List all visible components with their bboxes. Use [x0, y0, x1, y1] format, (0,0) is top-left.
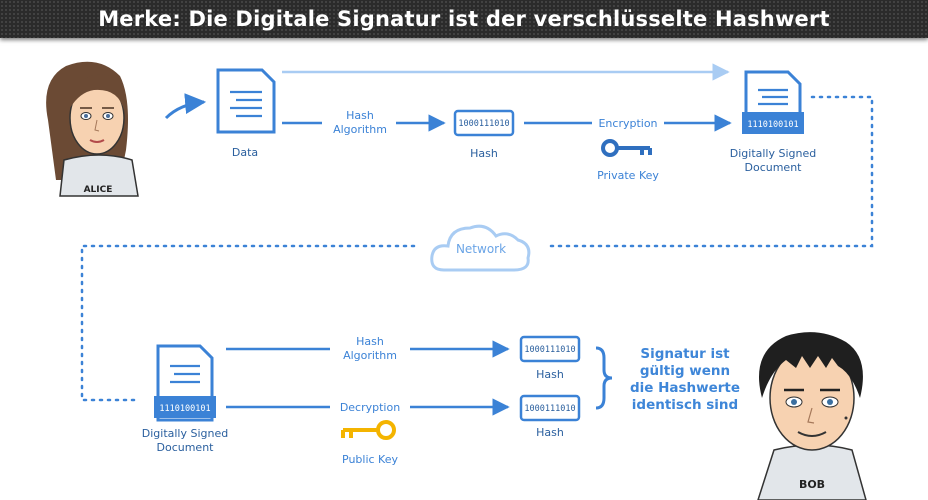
receiver-hash2-box-icon: 1000111010 — [519, 394, 581, 422]
data-label: Data — [232, 146, 258, 159]
title-banner: Merke: Die Digitale Signatur ist der ver… — [0, 0, 928, 38]
conclusion-line-1: Signatur ist — [640, 346, 730, 362]
data-document-icon — [216, 68, 276, 134]
alice-avatar: ALICE — [46, 61, 139, 197]
receiver-hash-label-1: Hash — [356, 335, 384, 348]
signed-doc-label-2: Document — [745, 161, 803, 174]
receiver-hash1-box-icon: 1000111010 — [519, 335, 581, 363]
hash-label: Hash — [470, 147, 498, 160]
conclusion-line-4: identisch sind — [631, 397, 739, 413]
alice-name: ALICE — [84, 185, 113, 195]
received-doc-label-1: Digitally Signed — [142, 427, 228, 440]
banner-title: Merke: Die Digitale Signatur ist der ver… — [98, 7, 830, 31]
decryption-label: Decryption — [340, 401, 400, 414]
bob-name: BOB — [799, 478, 825, 491]
network-path-right — [546, 95, 874, 248]
bob-avatar: BOB — [757, 332, 867, 500]
private-key-icon — [601, 139, 652, 157]
conclusion-text: Signatur ist gültig wenn die Hashwerte i… — [610, 346, 760, 414]
alice-to-data-arrow — [164, 93, 207, 120]
signed-doc-label-1: Digitally Signed — [730, 147, 816, 160]
public-key-label: Public Key — [342, 453, 398, 466]
signed-doc-value: 1110100101 — [747, 120, 798, 130]
hash-algo-label-2: Algorithm — [333, 123, 387, 136]
hash-value: 1000111010 — [458, 119, 509, 129]
network-label: Network — [456, 242, 506, 256]
cloud-icon — [430, 224, 531, 272]
received-document-icon: 1110100101 — [154, 344, 216, 422]
conclusion-line-3: die Hashwerte — [629, 380, 741, 396]
hash-box-icon: 1000111010 — [453, 109, 515, 137]
receiver-hash2-value: 1000111010 — [524, 404, 575, 414]
receiver-hash-label-2: Algorithm — [343, 349, 397, 362]
receiver-hash1-value: 1000111010 — [524, 345, 575, 355]
private-key-label: Private Key — [597, 169, 659, 182]
received-doc-value: 1110100101 — [159, 404, 210, 414]
encryption-label: Encryption — [598, 117, 657, 130]
network-path-left — [80, 244, 416, 402]
brace-icon — [595, 346, 613, 410]
hash-algo-label-1: Hash — [346, 109, 374, 122]
signed-document-icon: 1110100101 — [742, 70, 804, 134]
conclusion-line-2: gültig wenn — [639, 363, 731, 379]
receiver-hash1-label: Hash — [536, 368, 564, 381]
received-doc-label-2: Document — [157, 441, 215, 454]
public-key-icon — [341, 420, 396, 440]
receiver-hash2-label: Hash — [536, 426, 564, 439]
